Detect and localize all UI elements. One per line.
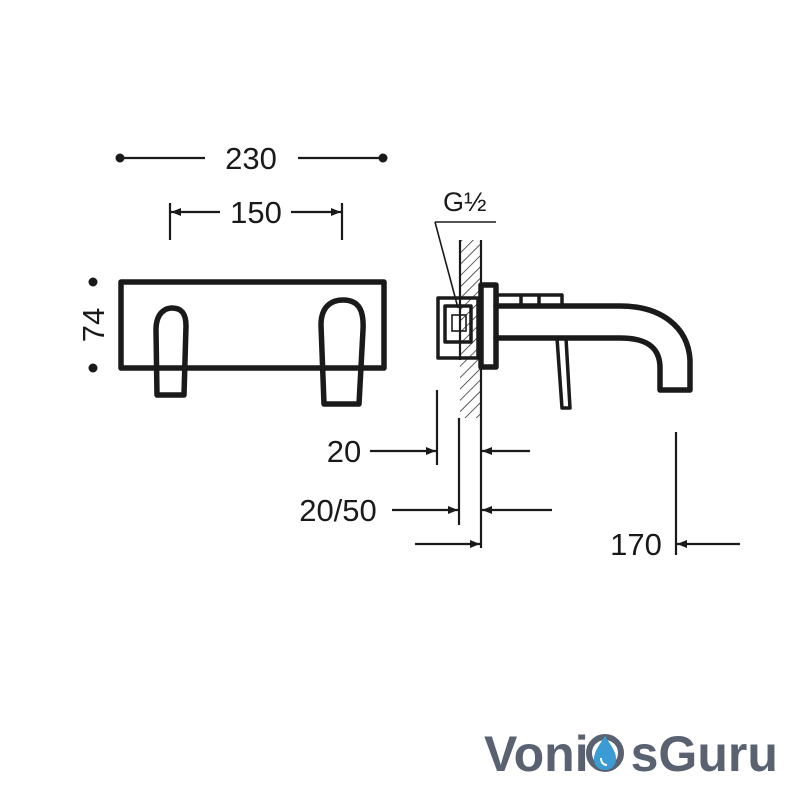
wall-plate-side: [478, 282, 499, 370]
dimension-overall-width: 230: [115, 141, 388, 176]
spout: [493, 303, 693, 393]
wall-plate-front: [118, 279, 387, 371]
dimension-wall-range: 20/50: [299, 418, 552, 548]
logo-text-voni: Voni: [484, 726, 589, 782]
front-view: [118, 279, 387, 407]
vonios-guru-logo: Voni sGuru: [484, 726, 778, 782]
side-view: [436, 240, 693, 548]
thread-callout: G½: [434, 187, 496, 309]
dimension-label-20-50: 20/50: [299, 493, 377, 528]
dimension-label-170: 170: [610, 527, 662, 562]
logo-text-sguru: sGuru: [631, 726, 778, 782]
water-drop-icon: [586, 734, 624, 772]
dimension-spout-reach: 170: [610, 432, 740, 562]
embedded-body: [436, 296, 480, 360]
dimension-label-150: 150: [230, 195, 282, 230]
dimension-label-230: 230: [225, 141, 277, 176]
left-handle: [153, 305, 189, 398]
dimension-plate-height: 74: [76, 277, 111, 373]
top-lever: [495, 293, 564, 308]
thread-label: G½: [443, 187, 487, 217]
dimension-label-20: 20: [327, 434, 361, 469]
bottom-lever: [555, 337, 572, 410]
right-handle: [318, 297, 366, 407]
dimension-handle-spacing: 150: [168, 195, 344, 240]
dimension-label-74: 74: [76, 308, 111, 342]
dimension-wall-offset: 20: [327, 390, 530, 469]
